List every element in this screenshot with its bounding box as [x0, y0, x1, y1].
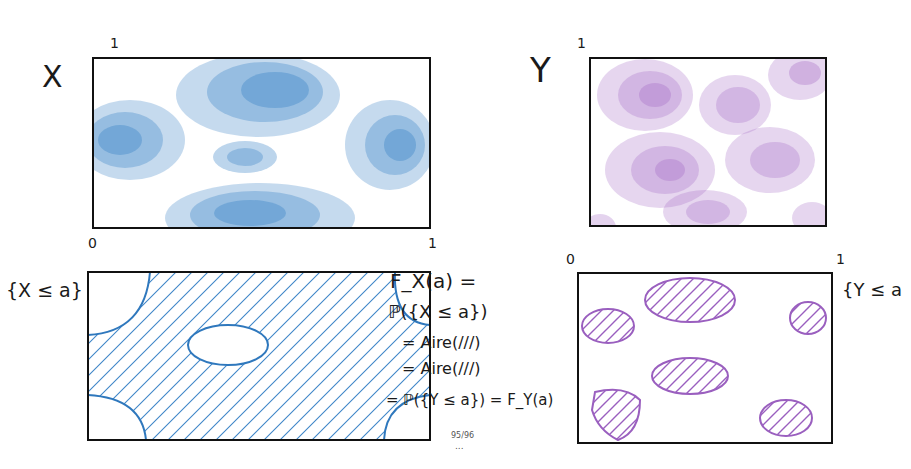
- event-label: {X ≤ a}: [6, 280, 83, 301]
- unit-square: [93, 58, 430, 228]
- formula-line: F_X(a) =: [390, 270, 476, 292]
- page-ellipsis: ...: [455, 442, 464, 452]
- hatched-region: [582, 278, 826, 440]
- axis-tick: 0: [88, 236, 97, 251]
- formula-line: = Aire(///): [402, 360, 481, 378]
- page-number: 95/96: [451, 432, 474, 441]
- density-blobs: [93, 58, 430, 228]
- unit-square: [88, 272, 430, 440]
- axis-tick: 0: [566, 252, 575, 267]
- formula-line: = ℙ({Y ≤ a}) = F_Y(a): [386, 392, 553, 409]
- variable-name: X: [42, 60, 63, 93]
- unit-square: [590, 58, 826, 226]
- level-curves: [88, 272, 430, 440]
- axis-tick: 1: [836, 252, 845, 267]
- axis-tick: 1: [110, 36, 119, 51]
- density-blobs: [590, 58, 826, 226]
- hatched-region: [88, 272, 430, 440]
- axis-tick: 1: [577, 36, 586, 51]
- axis-tick: 1: [428, 236, 437, 251]
- formula-line: = Aire(///): [402, 334, 481, 352]
- event-label: {Y ≤ a: [842, 280, 902, 300]
- formula-line: ℙ({X ≤ a}): [388, 302, 487, 322]
- variable-name: Y: [530, 52, 551, 89]
- unit-square: [578, 273, 832, 443]
